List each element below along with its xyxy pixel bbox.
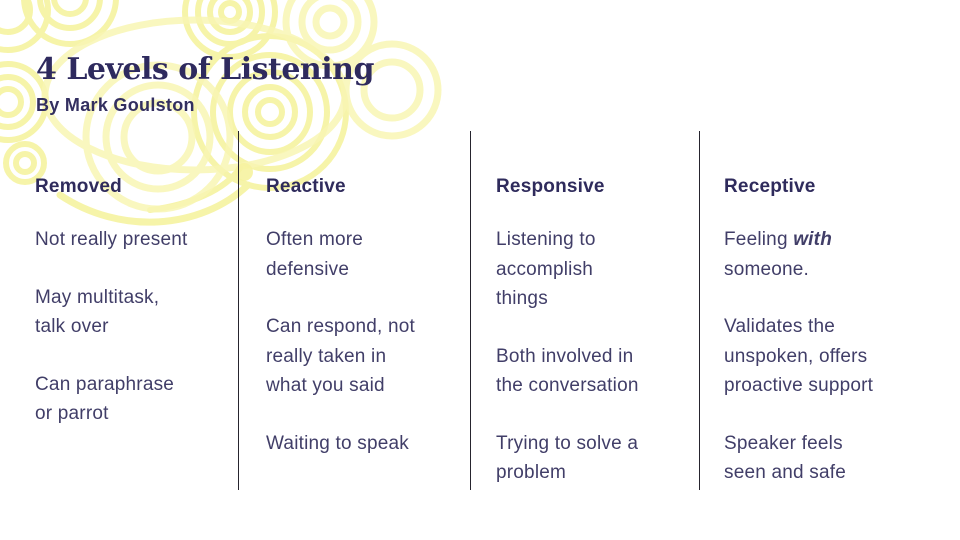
column-removed-header: Removed	[35, 176, 122, 197]
column-divider-3	[699, 131, 700, 490]
receptive-item-1-suffix: someone.	[724, 258, 810, 280]
column-responsive-header: Responsive	[496, 176, 605, 197]
slide-title: 4 Levels of Listening	[36, 52, 374, 87]
receptive-item-1-prefix: Feeling	[724, 229, 794, 250]
column-divider-2	[470, 131, 471, 490]
slide-subtitle: By Mark Goulston	[36, 95, 195, 115]
column-removed-item-2: May multitask, talk over	[35, 286, 160, 338]
column-receptive-item-3: Speaker feels seen and safe	[724, 432, 846, 484]
column-responsive-item-2: Both involved in the conversation	[496, 345, 639, 397]
column-responsive-item-1: Listening to accomplish things	[496, 229, 596, 309]
column-reactive-header: Reactive	[266, 176, 346, 197]
column-receptive: Receptive Feeling with someone. Validate…	[724, 176, 919, 516]
column-reactive-item-2: Can respond, not really taken in what yo…	[266, 316, 415, 396]
column-divider-1	[238, 131, 239, 490]
column-reactive-item-1: Often more defensive	[266, 229, 364, 280]
column-receptive-item-2: Validates the unspoken, offers proactive…	[724, 316, 874, 396]
column-removed-item-3: Can paraphrase or parrot	[35, 373, 175, 425]
column-responsive-item-3: Trying to solve a problem	[496, 432, 639, 484]
column-reactive-item-3: Waiting to speak	[266, 432, 409, 454]
column-receptive-item-1: Feeling with someone.	[724, 225, 919, 284]
column-responsive: Responsive Listening to accomplish thing…	[496, 176, 691, 516]
column-removed: Removed Not really present May multitask…	[35, 176, 230, 457]
receptive-item-1-emphasis: with	[793, 229, 832, 250]
column-reactive: Reactive Often more defensive Can respon…	[266, 176, 461, 486]
column-removed-item-1: Not really present	[35, 229, 188, 250]
column-receptive-header: Receptive	[724, 176, 816, 197]
